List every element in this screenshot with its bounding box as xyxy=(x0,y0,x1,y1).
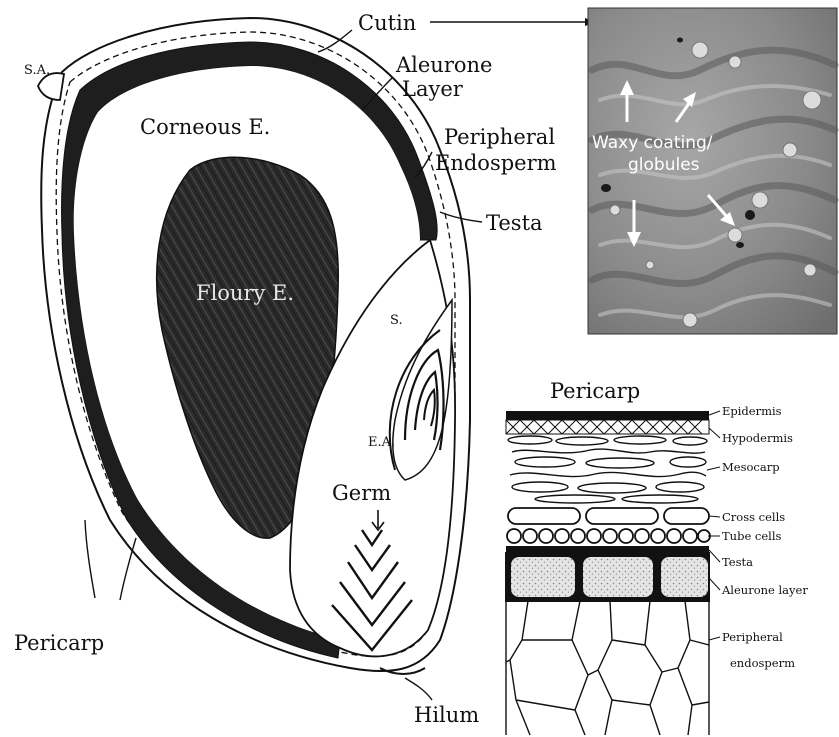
peripheral-endosperm-label-1: Peripheral xyxy=(722,630,783,644)
kernel-cross-section: Cutin S.A. Aleurone Layer Corneous E. Pe… xyxy=(14,11,596,727)
layer-hypodermis xyxy=(506,420,709,434)
layer-tube-cells xyxy=(507,529,710,543)
label-hilum: Hilum xyxy=(414,703,479,727)
sem-micrograph: Waxy coating/ globules xyxy=(588,8,837,334)
label-testa: Testa xyxy=(486,211,543,235)
sem-label-line2: globules xyxy=(628,155,700,175)
pericarp-layer-label: Mesocarp xyxy=(722,460,780,474)
layer-epidermis xyxy=(506,411,709,420)
layer-aleurone xyxy=(506,553,709,601)
pericarp-section-title: Pericarp xyxy=(550,379,640,403)
pericarp-layer-label: Hypodermis xyxy=(722,431,793,445)
pericarp-section-diagram: Pericarp xyxy=(506,379,808,735)
label-aleurone-2: Layer xyxy=(402,77,464,101)
pericarp-layer-label: Epidermis xyxy=(722,404,782,418)
label-aleurone-1: Aleurone xyxy=(395,53,492,77)
label-peripheral-2: Endosperm xyxy=(435,151,557,175)
layer-testa xyxy=(506,546,709,553)
label-cutin: Cutin xyxy=(358,11,416,35)
layer-cross-cells xyxy=(508,508,709,524)
label-scutellum: S. xyxy=(390,313,403,328)
label-pericarp: Pericarp xyxy=(14,631,104,655)
label-germ: Germ xyxy=(332,481,391,505)
layer-peripheral-endosperm xyxy=(506,601,709,735)
pericarp-layer-label: Cross cells xyxy=(722,510,785,524)
label-corneous: Corneous E. xyxy=(140,115,270,139)
sem-label-line1: Waxy coating/ xyxy=(592,133,713,153)
pericarp-layer-label: Tube cells xyxy=(722,529,782,543)
pericarp-layer-label: Aleurone layer xyxy=(721,583,808,597)
layer-mesocarp xyxy=(508,436,707,503)
label-ea: E.A. xyxy=(368,435,395,450)
label-peripheral-1: Peripheral xyxy=(444,125,555,149)
pericarp-layer-label: Testa xyxy=(722,555,753,569)
label-sa: S.A. xyxy=(24,63,50,78)
peripheral-endosperm-label-2: endosperm xyxy=(730,656,795,670)
label-floury: Floury E. xyxy=(196,281,294,305)
